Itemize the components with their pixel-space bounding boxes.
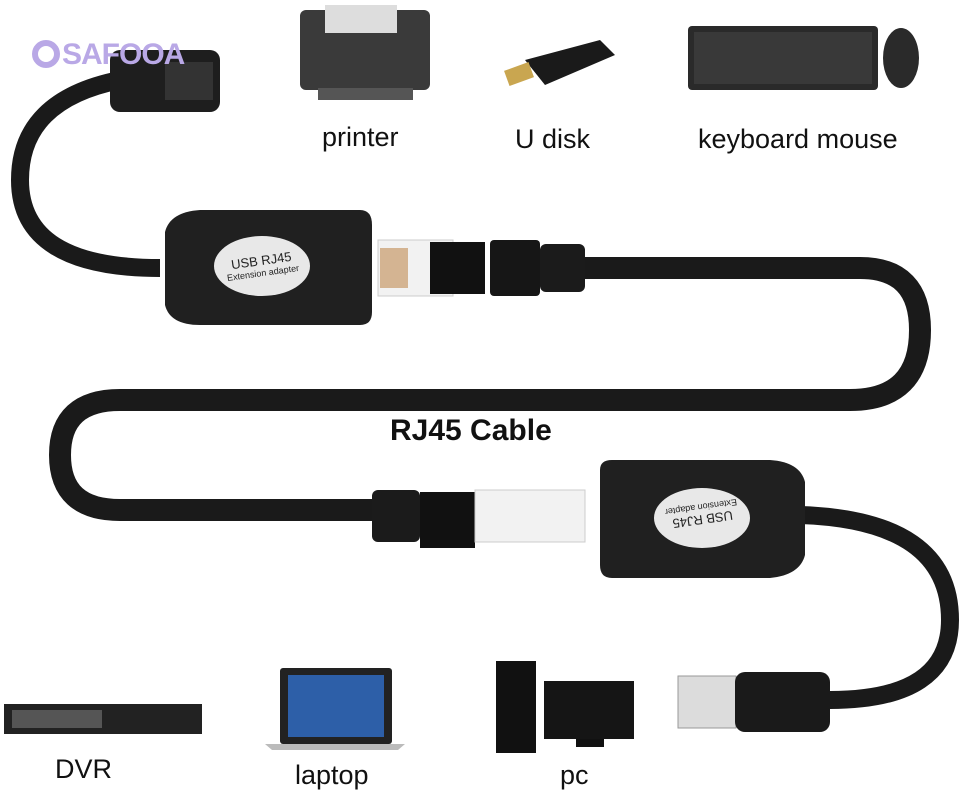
printer-icon: [300, 5, 430, 100]
watermark-logo: SAFOOA: [32, 38, 185, 72]
adapter-top: [165, 210, 372, 325]
label-keyboard-mouse: keyboard mouse: [698, 124, 898, 154]
keyboard-mouse-icon: [688, 26, 919, 90]
rj45-plug-top: [377, 239, 585, 297]
dvr-icon: [4, 704, 202, 734]
rj45-cable: [48, 257, 932, 521]
usb-drive-icon: [504, 40, 615, 86]
usb-female-connector: [110, 50, 220, 112]
adapter-bottom: [600, 460, 805, 578]
cable-title: RJ45 Cable: [390, 414, 552, 447]
usb-cable-bottom: [799, 506, 960, 709]
laptop-icon: [265, 668, 405, 750]
label-printer: printer: [322, 122, 399, 152]
label-dvr: DVR: [55, 754, 113, 784]
label-u-disk: U disk: [515, 124, 591, 154]
watermark-text: SAFOOA: [62, 38, 185, 71]
label-laptop: laptop: [295, 760, 369, 790]
desktop-pc-icon: [496, 661, 634, 753]
usb-male-connector: [677, 672, 830, 732]
usb-cable-top: [10, 71, 161, 277]
rj45-plug-bottom: [372, 489, 586, 548]
label-pc: pc: [560, 760, 589, 790]
